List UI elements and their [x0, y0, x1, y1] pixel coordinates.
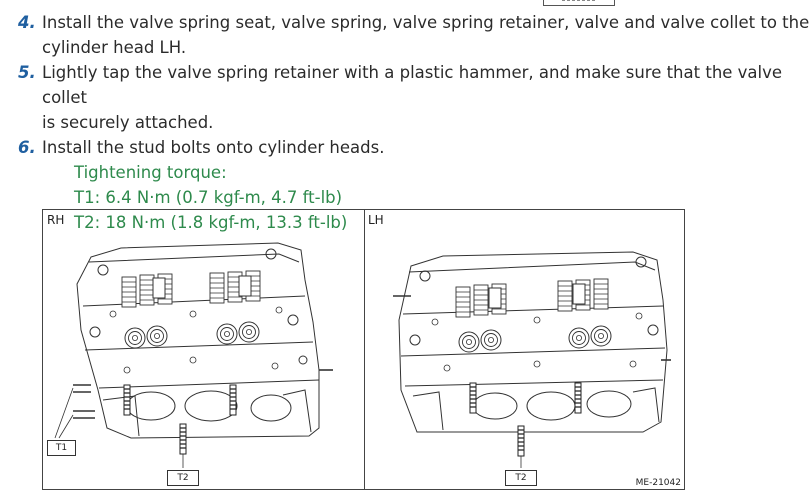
cylinder-head-figure: RH LH T1 T2 T2 ME-21042 — [42, 209, 685, 490]
step-text: Install the stud bolts onto cylinder hea… — [42, 138, 385, 157]
step-number: 5. — [18, 63, 36, 82]
step-4: 4. Install the valve spring seat, valve … — [0, 10, 811, 60]
callout-t1: T1 — [47, 440, 76, 456]
lh-cylinder-head — [393, 251, 671, 433]
step-number: 4. — [18, 13, 36, 32]
step-text-continuation: cylinder head LH. — [42, 38, 187, 57]
rh-label: RH — [47, 213, 65, 227]
step-6: 6. Install the stud bolts onto cylinder … — [0, 135, 811, 160]
callout-t2-lh: T2 — [505, 470, 537, 486]
step-text: Install the valve spring seat, valve spr… — [42, 13, 810, 32]
rh-cylinder-head — [54, 242, 333, 439]
torque-t1: T1: 6.4 N·m (0.7 kgf-m, 4.7 ft-lb) — [74, 188, 343, 207]
lh-valve-springs — [455, 278, 609, 318]
step-text: Lightly tap the valve spring retainer wi… — [42, 63, 783, 107]
cylinder-head-drawing — [54, 242, 671, 468]
step-number: 6. — [18, 138, 36, 157]
procedure-steps: 4. Install the valve spring seat, valve … — [0, 10, 811, 235]
figure-code: ME-21042 — [635, 478, 681, 488]
torque-t2: T2: 18 N·m (1.8 kgf-m, 13.3 ft-lb) — [74, 213, 348, 232]
panel-divider — [364, 210, 365, 489]
step-5: 5. Lightly tap the valve spring retainer… — [0, 60, 811, 135]
torque-heading: Tightening torque: — [74, 163, 227, 182]
callout-t2-rh: T2 — [167, 470, 199, 486]
step-text-continuation: is securely attached. — [42, 113, 214, 132]
previous-figure-frame-edge — [543, 0, 615, 6]
rh-valve-springs — [121, 270, 261, 308]
lh-label: LH — [368, 213, 384, 227]
